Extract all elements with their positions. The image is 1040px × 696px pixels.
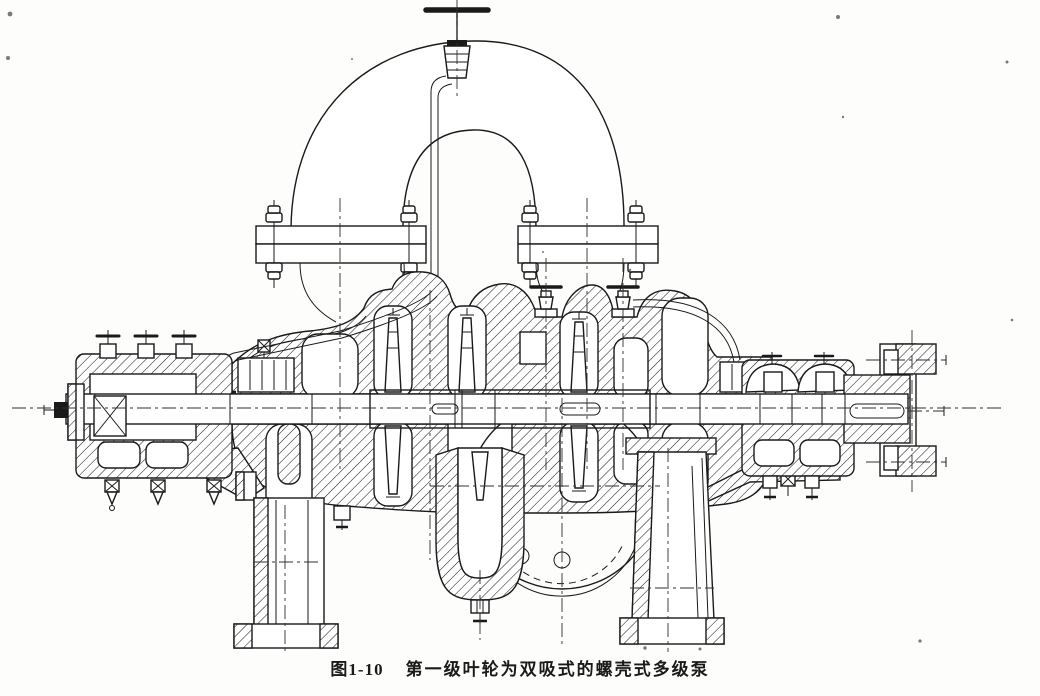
left-pipe-flange [255,200,427,323]
shaft-end-cap [43,383,85,441]
casing-passage [301,333,359,399]
figure-number: 图1-10 [330,660,384,679]
figure-title: 第一级叶轮为双吸式的螺壳式多级泵 [405,660,710,679]
right-pedestal [619,437,725,645]
impeller-vane [570,425,588,492]
oiler-fitting [171,330,197,359]
gauge-down-pipe [430,75,453,286]
flange-bolt [627,200,645,288]
pump-shaft [43,383,909,441]
casing-passage [661,297,709,397]
drain-cock [104,479,120,511]
pump-casing-upper [231,271,773,399]
shaft-nut [431,403,459,415]
scan-specks [6,11,1014,651]
casing-passage [519,331,547,365]
flange-bolt [265,200,283,288]
impeller-vane [458,308,476,393]
thrust-bearing-block [93,395,127,437]
casing-passage [613,337,649,399]
seal-water-pipe [632,299,741,363]
flange-bolt [400,200,418,288]
shaft-keyway [849,403,905,419]
impeller-vane [384,308,402,393]
figure-caption: 图1-10 第一级叶轮为双吸式的螺壳式多级泵 [0,655,1040,680]
oiler-fitting [133,330,159,359]
drain-cock [150,479,166,506]
casing-drain-plug [333,505,351,530]
flange-bolt [521,200,539,288]
coupling-studs [866,355,947,467]
left-pedestal [233,471,339,649]
impeller-vane [384,425,402,498]
drain-cock [804,475,820,500]
drain-cock [206,479,222,506]
crossover-pipe-arch [290,40,625,230]
impeller-vane [471,451,489,501]
shaft-keyway [559,402,601,416]
pump-cross-section-drawing [6,0,1014,652]
drain-cock [762,475,778,500]
centerlines [12,0,1002,652]
oiler-fitting [95,330,121,359]
